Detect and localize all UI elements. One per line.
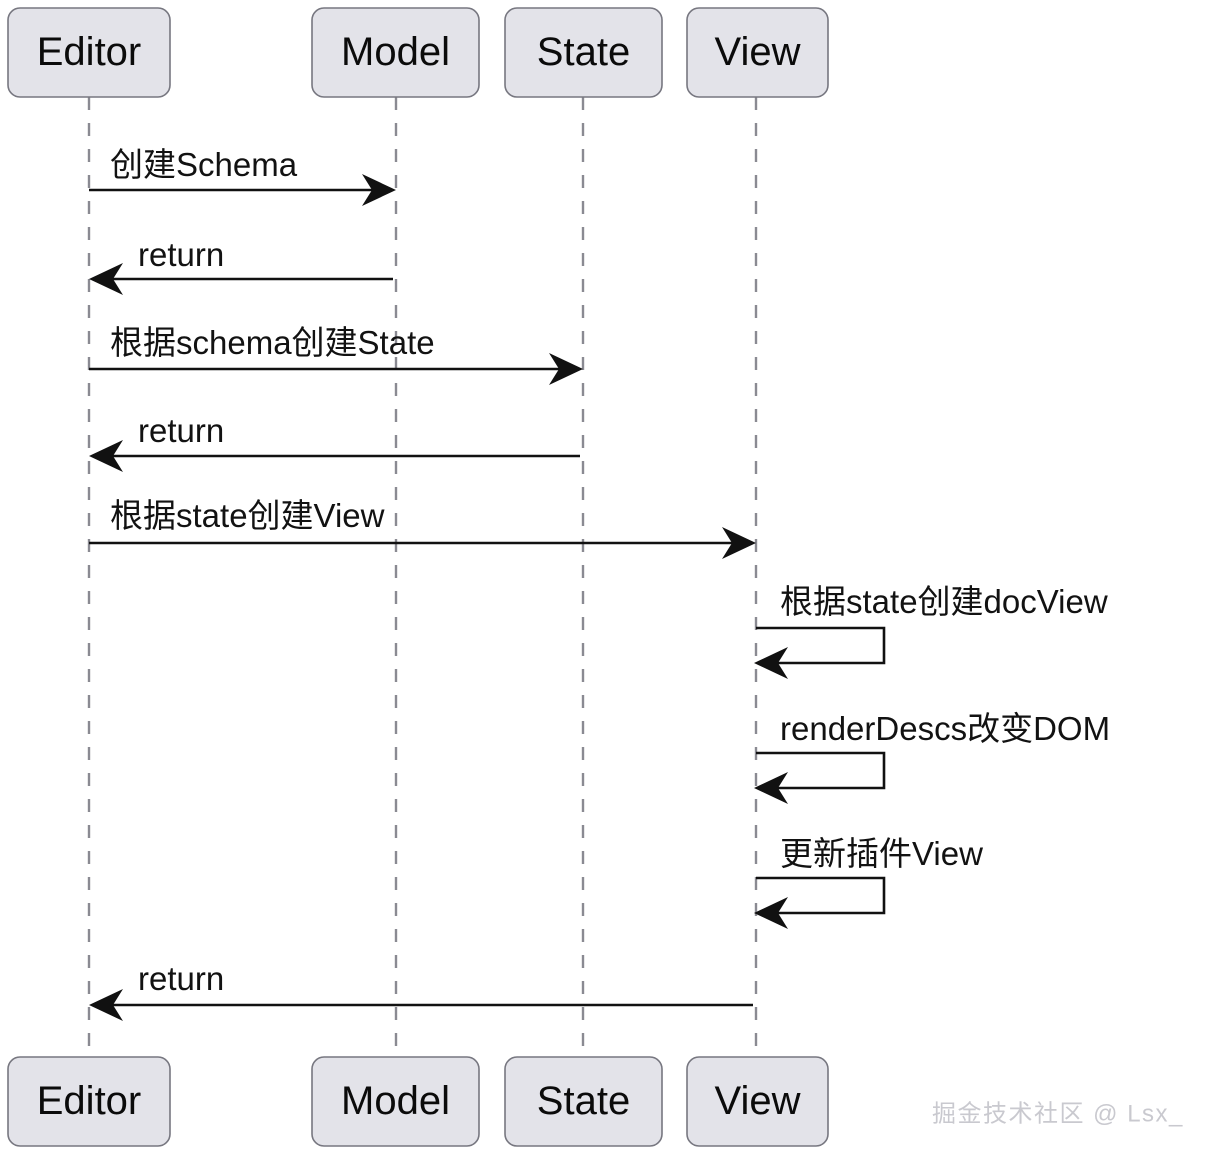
actor-box-state — [504, 1056, 663, 1147]
actor-state-bottom[interactable]: State — [504, 1056, 663, 1147]
message-label-m5: 根据state创建View — [110, 497, 385, 534]
message-m3: 根据schema创建State — [89, 324, 583, 385]
messages-group: 创建Schema return 根据schema创建State return 根据sta… — [89, 146, 1110, 1021]
message-label-m4: return — [138, 412, 224, 449]
message-label-m1: 创建Schema — [110, 146, 298, 183]
message-label-m3: 根据schema创建State — [110, 324, 435, 361]
actor-box-view — [686, 1056, 829, 1147]
actors-bottom-group: Editor Model State View — [7, 1056, 829, 1147]
actor-model-top[interactable]: Model — [311, 7, 480, 98]
message-m6: 根据state创建docView — [754, 583, 1108, 679]
self-call-path-m7 — [756, 751, 886, 790]
actor-box-model — [311, 1056, 480, 1147]
actor-editor-top[interactable]: Editor — [7, 7, 171, 98]
actor-label-editor: Editor — [37, 30, 142, 74]
arrow-head-m6 — [754, 647, 788, 679]
actor-editor-bottom[interactable]: Editor — [7, 1056, 171, 1147]
actor-label-model: Model — [341, 30, 450, 74]
actor-box-editor — [7, 1056, 171, 1147]
message-m5: 根据state创建View — [89, 497, 756, 559]
self-call-path-m6 — [756, 626, 886, 665]
message-m1: 创建Schema — [89, 146, 396, 206]
actor-model-bottom[interactable]: Model — [311, 1056, 480, 1147]
message-label-m8: 更新插件View — [780, 835, 983, 872]
actor-label-editor: Editor — [37, 1079, 142, 1123]
arrow-head-m8 — [754, 897, 788, 929]
arrow-head-m1 — [362, 174, 396, 206]
actor-label-state: State — [537, 30, 630, 74]
message-m7: renderDescs改变DOM — [754, 710, 1110, 804]
actor-label-view: View — [715, 1079, 801, 1123]
actor-label-view: View — [715, 30, 801, 74]
actor-box-editor — [7, 7, 171, 98]
arrow-head-m7 — [754, 772, 788, 804]
message-label-m6: 根据state创建docView — [780, 583, 1108, 620]
watermark-label: 掘金技术社区 @ Lsx_ — [932, 1100, 1184, 1127]
arrow-head-m2 — [89, 263, 123, 295]
arrow-head-m3 — [549, 353, 583, 385]
actor-box-view — [686, 7, 829, 98]
actor-view-top[interactable]: View — [686, 7, 829, 98]
message-m8: 更新插件View — [754, 835, 983, 929]
lifelines-group — [87, 97, 758, 1057]
actor-box-model — [311, 7, 480, 98]
message-label-m2: return — [138, 236, 224, 273]
message-label-m9: return — [138, 960, 224, 997]
actors-top-group: Editor Model State View — [7, 7, 829, 98]
message-label-m7: renderDescs改变DOM — [780, 710, 1110, 747]
actor-state-top[interactable]: State — [504, 7, 663, 98]
message-m4: return — [89, 412, 580, 472]
arrow-head-m4 — [89, 440, 123, 472]
arrow-head-m5 — [722, 527, 756, 559]
actor-box-state — [504, 7, 663, 98]
arrow-head-m9 — [89, 989, 123, 1021]
message-m2: return — [89, 236, 393, 295]
actor-label-model: Model — [341, 1079, 450, 1123]
self-call-path-m8 — [756, 876, 886, 915]
message-m9: return — [89, 960, 753, 1021]
actor-view-bottom[interactable]: View — [686, 1056, 829, 1147]
actor-label-state: State — [537, 1079, 630, 1123]
